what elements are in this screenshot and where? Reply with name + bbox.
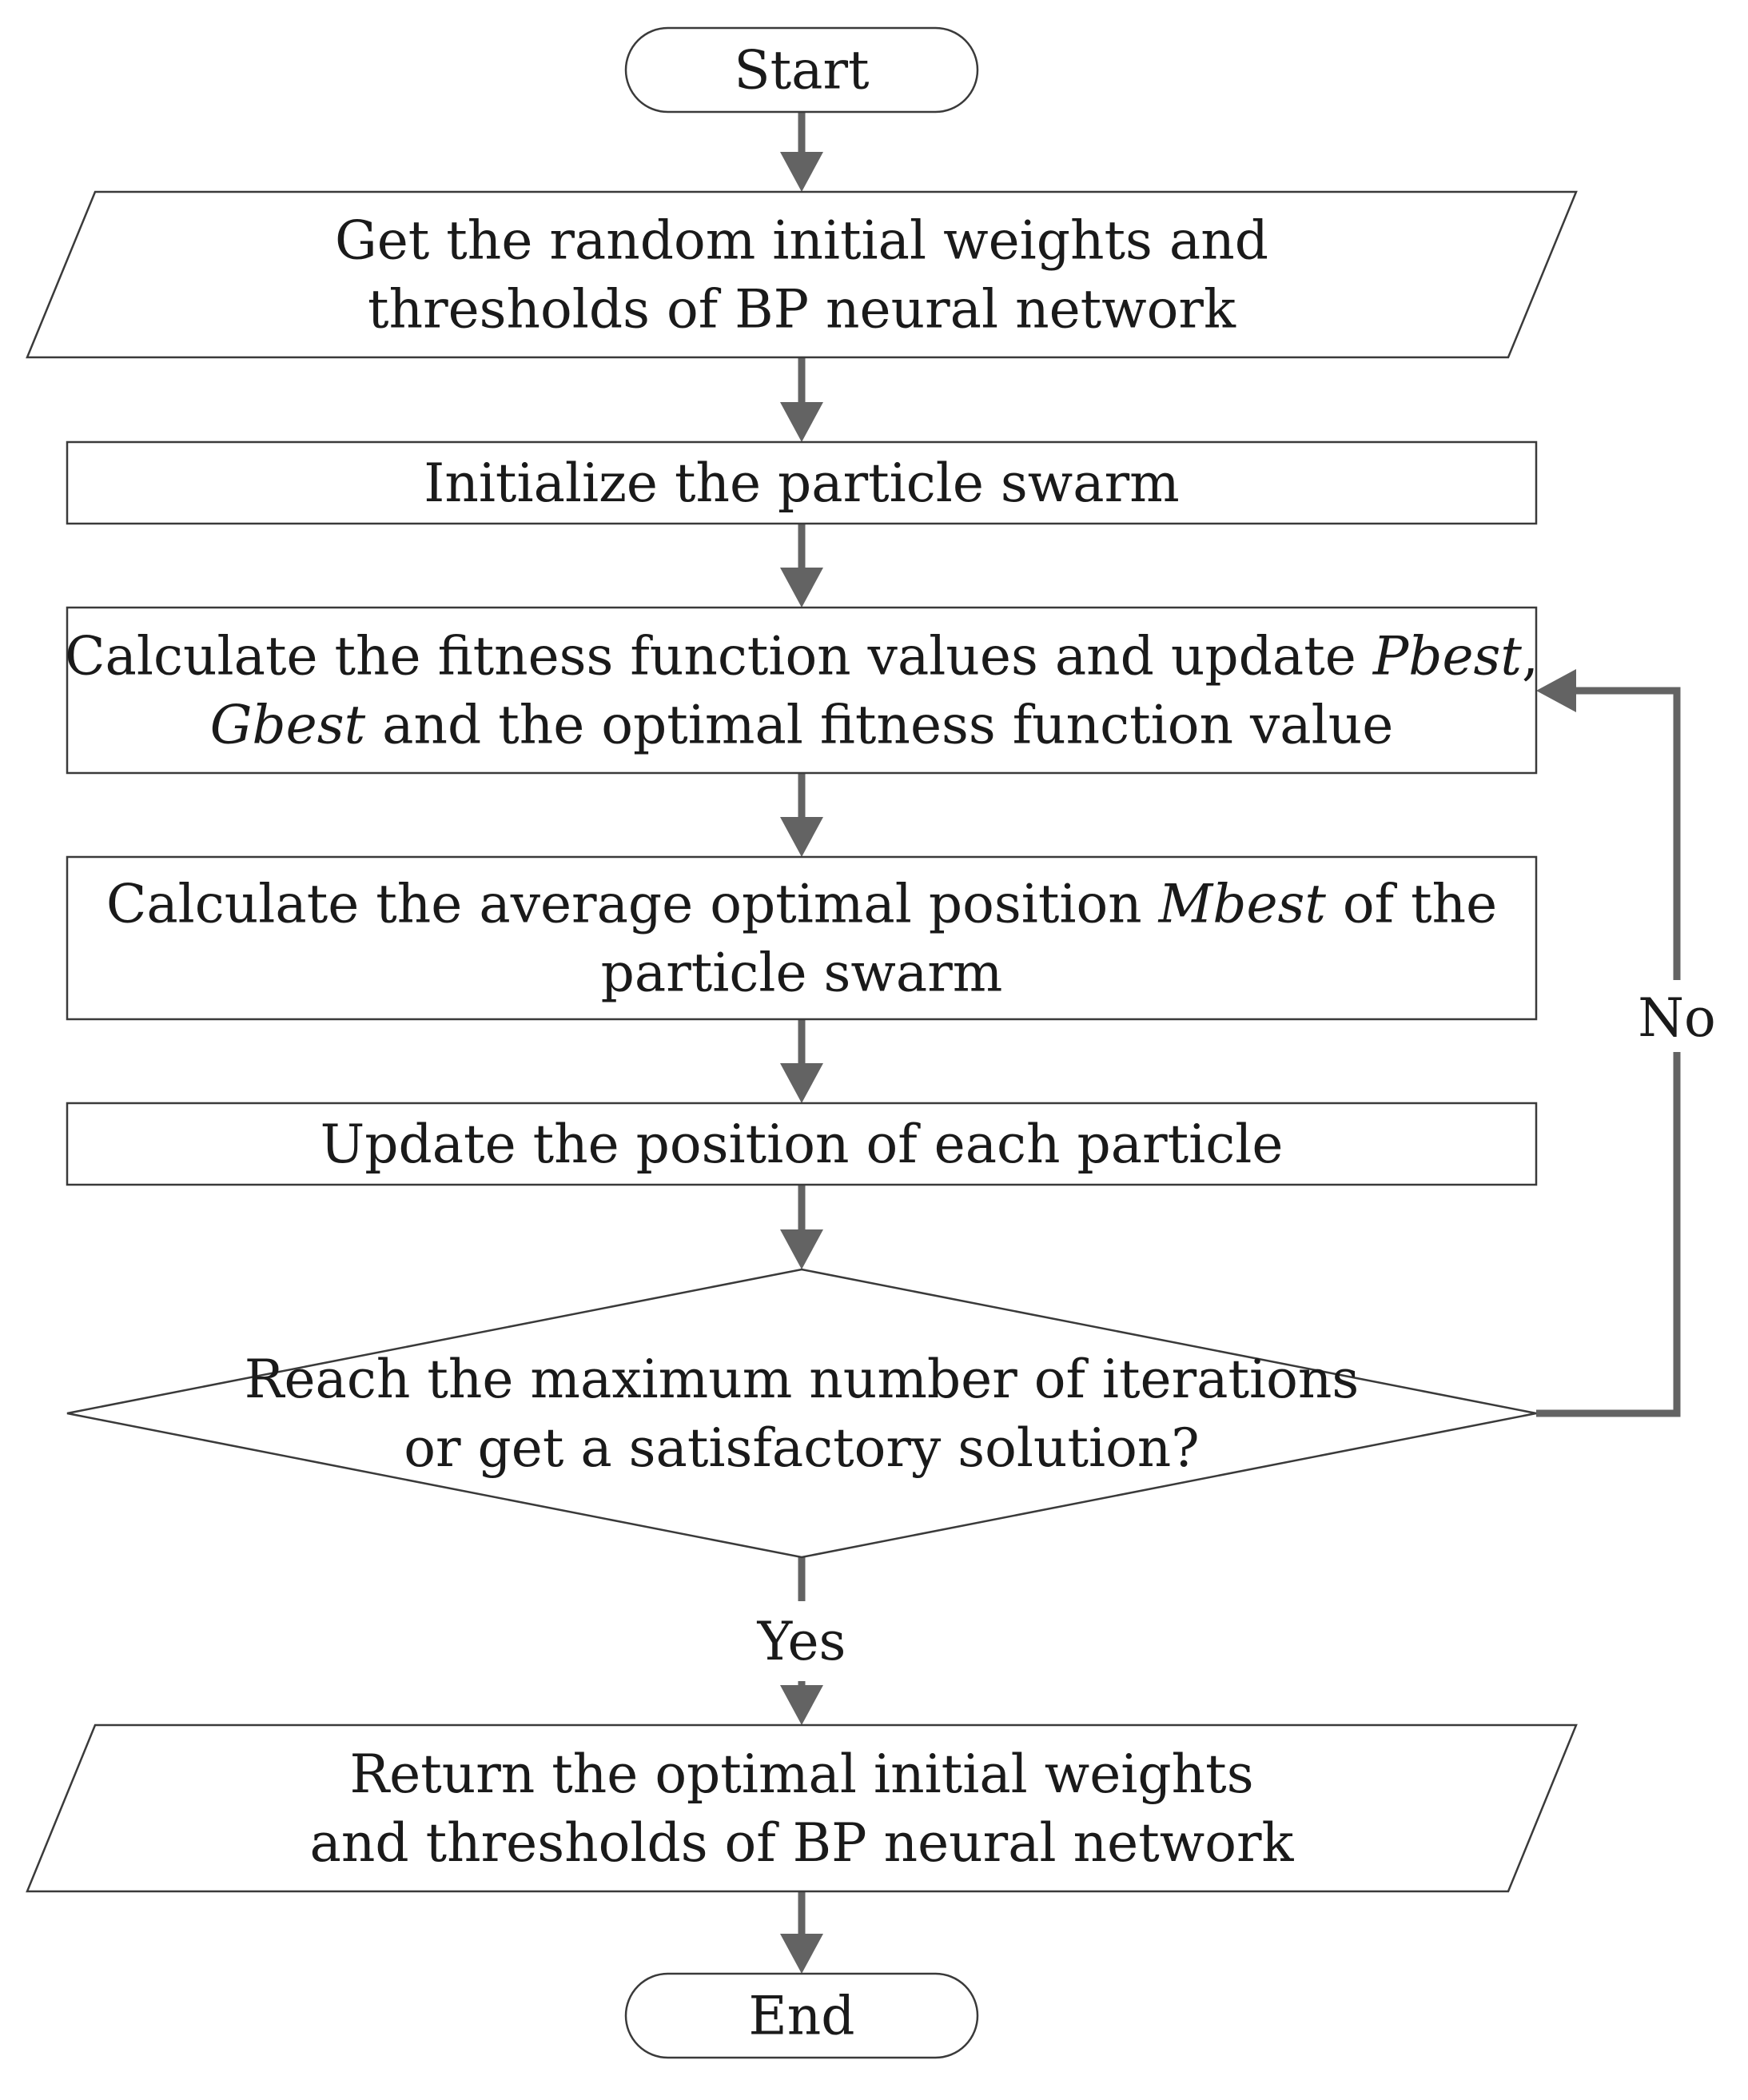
node-output: Return the optimal initial weights and th…	[26, 1723, 1578, 1893]
process-shape	[66, 440, 1538, 525]
decision-shape	[66, 1268, 1537, 1559]
node-init: Initialize the particle swarm	[66, 440, 1538, 525]
edge-start-to-input	[780, 112, 823, 192]
process-shape	[66, 855, 1538, 1021]
node-end: End	[624, 1972, 979, 2059]
terminal-shape	[624, 26, 979, 114]
edge-fitness-to-mbest	[780, 773, 823, 857]
node-decision: Reach the maximum number of iterations or…	[66, 1268, 1537, 1559]
edge-input-to-init	[780, 357, 823, 442]
terminal-shape	[624, 1972, 979, 2059]
edge-decision-to-output: Yes	[746, 1557, 858, 1725]
node-decision-text-line-2: or get a satisfactory solution?	[404, 1417, 1199, 1479]
node-input-text-line-1: Get the random initial weights and	[335, 210, 1268, 272]
node-start-text-line-1: Start	[734, 40, 869, 102]
node-input-text-line-2: thresholds of BP neural network	[368, 279, 1236, 341]
edges: Yes No	[746, 112, 1725, 1974]
edge-decision-to-fitness: No	[1536, 669, 1725, 1417]
node-fitness-text-line-1: Calculate the fitness function values an…	[65, 626, 1539, 687]
node-fitness: Calculate the fitness function values an…	[65, 606, 1539, 775]
node-start: Start	[624, 26, 979, 114]
edge-label-yes: Yes	[757, 1611, 846, 1672]
process-shape	[66, 1102, 1538, 1186]
node-init-text-line-1: Initialize the particle swarm	[424, 452, 1180, 514]
edge-label-backdrop	[1629, 980, 1725, 1052]
node-mbest-text-line-2: particle swarm	[601, 942, 1003, 1004]
node-output-text-line-1: Return the optimal initial weights	[349, 1743, 1253, 1805]
node-end-text-line-1: End	[749, 1986, 855, 2047]
node-update: Update the position of each particle	[66, 1102, 1538, 1186]
process-shape	[66, 606, 1538, 775]
node-mbest-text-line-1: Calculate the average optimal position M…	[106, 874, 1497, 935]
edge-output-to-end	[780, 1891, 823, 1974]
edge-label-no: No	[1638, 987, 1716, 1049]
data-shape	[26, 1723, 1578, 1893]
node-output-text-line-2: and thresholds of BP neural network	[310, 1812, 1295, 1874]
node-decision-text-line-1: Reach the maximum number of iterations	[245, 1349, 1359, 1410]
data-shape	[26, 190, 1578, 359]
node-update-text-line-1: Update the position of each particle	[321, 1114, 1284, 1175]
node-mbest: Calculate the average optimal position M…	[66, 855, 1538, 1021]
node-fitness-text-line-2: Gbest and the optimal fitness function v…	[210, 695, 1394, 756]
edge-update-to-decision	[780, 1185, 823, 1269]
edge-init-to-fitness	[780, 524, 823, 608]
edge-label-backdrop	[746, 1601, 858, 1681]
node-input: Get the random initial weights and thresh…	[26, 190, 1578, 359]
edge-mbest-to-update	[780, 1019, 823, 1103]
